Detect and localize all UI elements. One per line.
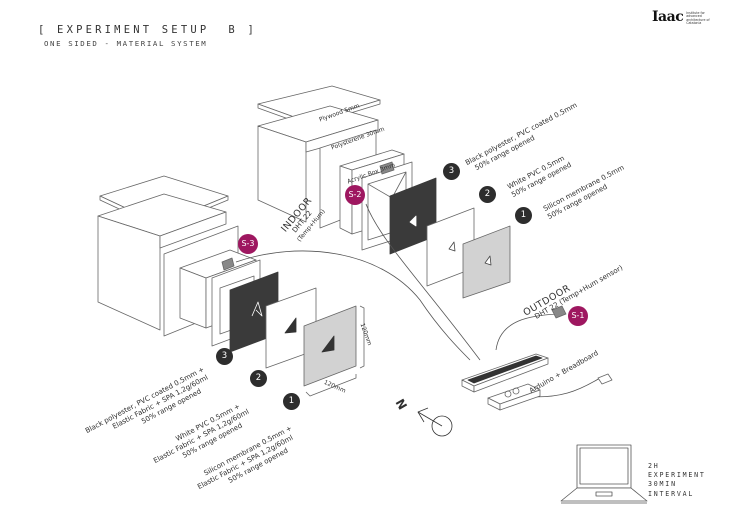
iaac-logo: Iaac Institute for advanced architecture… xyxy=(652,10,712,26)
logo-text: Institute for advanced architecture of C… xyxy=(686,11,710,26)
material-number-badge: 2 xyxy=(250,370,267,387)
north-compass xyxy=(417,407,453,437)
material-number-badge: 3 xyxy=(443,163,460,180)
diagram-subtitle: ONE SIDED - MATERIAL SYSTEM xyxy=(44,39,208,48)
laptop-icon xyxy=(560,444,648,504)
material-number-badge: 3 xyxy=(216,348,233,365)
material-number-badge: 1 xyxy=(515,207,532,224)
sensor-badge-s2: S-2 xyxy=(345,185,365,205)
left-panel-white xyxy=(265,287,317,369)
right-panel-grey xyxy=(462,225,511,299)
sensor-badge-s3: S-3 xyxy=(238,234,258,254)
logo-mark: Iaac xyxy=(652,9,684,25)
breadboard xyxy=(461,353,549,393)
experiment-duration-note: 2H EXPERIMENT 30MIN INTERVAL xyxy=(648,462,706,498)
outdoor-sensor xyxy=(551,305,567,319)
arduino-board xyxy=(487,383,541,411)
material-number-badge: 1 xyxy=(283,393,300,410)
sensor-badge-s1: S-1 xyxy=(568,306,588,326)
usb-plug xyxy=(597,373,613,385)
material-number-badge: 2 xyxy=(479,186,496,203)
diagram-title: [ EXPERIMENT SETUP B ] xyxy=(38,24,257,36)
left-panel-grey xyxy=(303,305,365,397)
